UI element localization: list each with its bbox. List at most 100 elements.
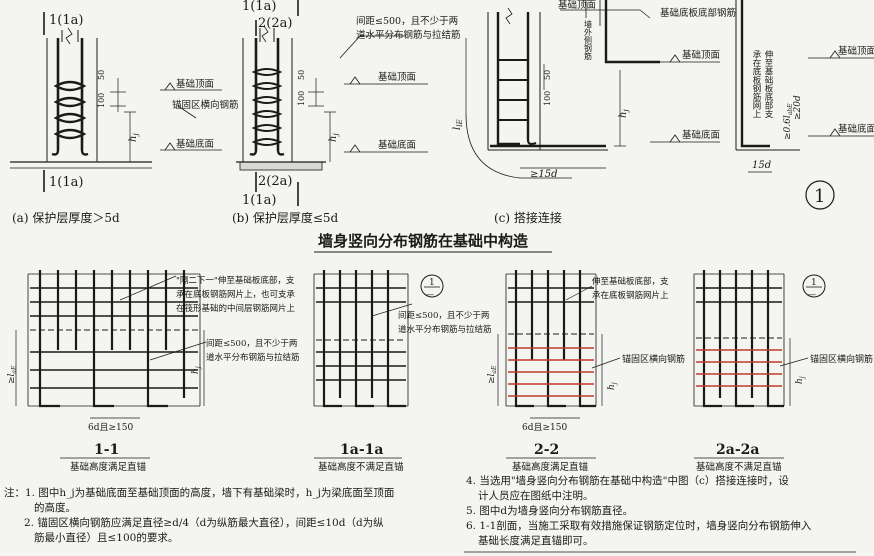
dim-hj-c: hj: [618, 109, 630, 118]
svg-text:hj: hj: [795, 376, 806, 384]
label-anchor-bar-2-2: 锚固区横向钢筋: [622, 353, 685, 365]
note-left-1: 注：1. 图中h_j为基础底面至基础顶面的高度，墙下有基础梁时，h_j为梁底面至…: [4, 487, 395, 499]
dim-hj-1-1: hj: [191, 366, 202, 374]
section-mark-b-bottom2: 1(1a): [242, 193, 276, 208]
level-markers-b: [339, 35, 428, 153]
note-right-2: 计人员应在图纸中注明。: [478, 490, 594, 502]
note-1-1-line3: 在筏形基础的中间层钢筋网片上: [176, 303, 296, 314]
svg-text:≥laE: ≥laE: [487, 365, 498, 384]
svg-text:hj: hj: [618, 109, 630, 118]
dim-6d-1-1: 6d且≥150: [88, 422, 133, 433]
label-foundation-bottom-c: 基础底面: [682, 129, 720, 141]
dim-6d-2-2: 6d且≥150: [522, 422, 567, 433]
main-title: 墙身竖向分布钢筋在基础中构造: [318, 232, 528, 250]
label-foundation-bottom-bar: 基础底板底部钢筋: [660, 7, 736, 19]
svg-text:≥0.6labE: ≥0.6labE: [783, 103, 794, 140]
detail-c-right: [735, 0, 874, 210]
svg-text:hj: hj: [128, 133, 140, 142]
section-mark-b-bottom1: 2(2a): [258, 174, 292, 189]
dim-50-a: 50: [97, 70, 106, 80]
label-outer-wall-bar: 墙外侧钢筋: [584, 19, 593, 61]
section-title-3: 2-2: [534, 442, 559, 458]
section-2-2: [497, 270, 621, 419]
section-mark-b-top1: 1(1a): [242, 0, 276, 14]
caption-a: (a) 保护层厚度＞5d: [12, 210, 120, 225]
label-foundation-top-c: 基础顶面: [558, 0, 596, 11]
label-foundation-bottom-b: 基础底面: [378, 139, 416, 151]
dim-lae-1-1: ≥laE: [7, 365, 18, 384]
section-mark-a-top: 1(1a): [49, 13, 83, 28]
notes-left: 注：1. 图中h_j为基础底面至基础顶面的高度，墙下有基础梁时，h_j为梁底面至…: [4, 486, 394, 546]
detail-c: [465, 0, 720, 179]
label-spacing-b-1: 间距≤500，且不少于两: [356, 15, 458, 27]
label-anchor-bar-a: 锚固区横向钢筋: [172, 99, 239, 111]
note-2-2-line2: 承在底板钢筋网片上: [592, 290, 669, 301]
svg-text:hj: hj: [328, 133, 340, 142]
note-1-1-line1: "隔二下一"伸至基础板底部，支: [176, 275, 295, 286]
label-foundation-top-a: 基础顶面: [176, 78, 214, 90]
note-1a-spacing2: 道水平分布钢筋与拉结筋: [398, 324, 492, 335]
svg-text:hj: hj: [191, 366, 202, 374]
note-1-1-line2: 承在底板钢筋网片上，也可支承: [176, 289, 296, 300]
dim-100-a: 100: [97, 93, 106, 108]
label-extend-2: 承在底板钢筋网上: [751, 50, 761, 118]
section-sub-1: 基础高度满足直锚: [70, 461, 147, 473]
svg-text:llE: llE: [452, 119, 464, 130]
label-spacing-b-2: 道水平分布钢筋与拉结筋: [356, 29, 461, 41]
dim-50-c: 50: [543, 70, 552, 80]
level-markers-a: [160, 82, 222, 151]
note-right-5: 基础长度满足直锚即可。: [478, 535, 594, 547]
section-2a-2a: [693, 270, 826, 408]
svg-text:≥laE: ≥laE: [7, 365, 18, 384]
section-1a-1a: [313, 270, 444, 408]
dim-15d-c: ≥15d: [530, 169, 558, 180]
detail-b: [236, 0, 336, 206]
dim-lae-2-2: ≥laE: [487, 365, 498, 384]
label-anchor-bar-2a: 锚固区横向钢筋: [810, 353, 873, 365]
note-right-3: 5. 图中d为墙身竖向分布钢筋直径。: [466, 505, 634, 517]
caption-b: (b) 保护层厚度≤5d: [232, 210, 339, 225]
note-right-4: 6. 1-1剖面，当施工采取有效措施保证钢筋定位时，墙身竖向分布钢筋伸入: [466, 520, 812, 532]
note-1-1-spacing1: 间距≤500，且不少于两: [206, 339, 297, 349]
label-extend-1: 伸至基础板底部支: [763, 49, 773, 119]
label-foundation-top-c2: 基础顶面: [682, 49, 720, 61]
dim-20d: ≥20d: [793, 95, 803, 120]
section-sub-2: 基础高度不满足直锚: [318, 461, 404, 473]
detail-a: [10, 12, 152, 192]
label-foundation-bottom-a: 基础底面: [176, 138, 214, 150]
dim-06labe: ≥0.6labE: [783, 103, 794, 140]
note-left-3: 2. 锚固区横向钢筋应满足直径≥d/4（d为纵筋最大直径），间距≤10d（d为纵: [24, 517, 384, 529]
notes-right: 4. 当选用"墙身竖向分布钢筋在基础中构造"中图（c）搭接连接时，设 计人员应在…: [466, 474, 811, 549]
section-title-4: 2a-2a: [716, 442, 759, 458]
dim-50-b: 50: [297, 70, 306, 80]
dim-hj-b: hj: [328, 133, 340, 142]
section-1-1: [15, 270, 207, 419]
circle-num-2: 1: [811, 278, 817, 288]
dim-hj-2-2: hj: [607, 382, 618, 390]
dim-100-c: 100: [543, 91, 552, 106]
note-2-2-line1: 伸至基础板底部，支: [592, 276, 669, 287]
note-1-1-spacing2: 道水平分布钢筋与拉结筋: [206, 352, 300, 363]
circle-den: —: [426, 290, 434, 299]
dim-15d-r: 15d: [752, 160, 771, 171]
section-title-2: 1a-1a: [340, 442, 383, 458]
label-foundation-top-b: 基础顶面: [378, 71, 416, 83]
circle-den-2: —: [808, 290, 816, 299]
dim-hj-2a: hj: [795, 376, 806, 384]
section-sub-3: 基础高度满足直锚: [512, 461, 589, 473]
section-title-1: 1-1: [94, 442, 119, 458]
svg-text:hj: hj: [607, 382, 618, 390]
note-left-2: 的高度。: [34, 502, 76, 514]
note-1a-spacing1: 间距≤500，且不少于两: [398, 311, 489, 321]
section-sub-4: 基础高度不满足直锚: [696, 461, 782, 473]
dim-lle-c: llE: [452, 119, 464, 130]
section-mark-b-top2: 2(2a): [258, 16, 292, 31]
label-foundation-top-r: 基础顶面: [838, 45, 874, 57]
section-mark-a-bottom: 1(1a): [49, 175, 83, 190]
dim-100-b: 100: [297, 91, 306, 106]
note-right-1: 4. 当选用"墙身竖向分布钢筋在基础中构造"中图（c）搭接连接时，设: [466, 475, 789, 487]
section-titles: 1-1 基础高度满足直锚 1a-1a 基础高度不满足直锚 2-2 基础高度满足直…: [60, 442, 784, 473]
note-left-4: 筋最小直径）且≤100的要求。: [34, 532, 179, 544]
label-foundation-bottom-r: 基础底面: [838, 123, 874, 135]
caption-c: (c) 搭接连接: [494, 210, 562, 225]
